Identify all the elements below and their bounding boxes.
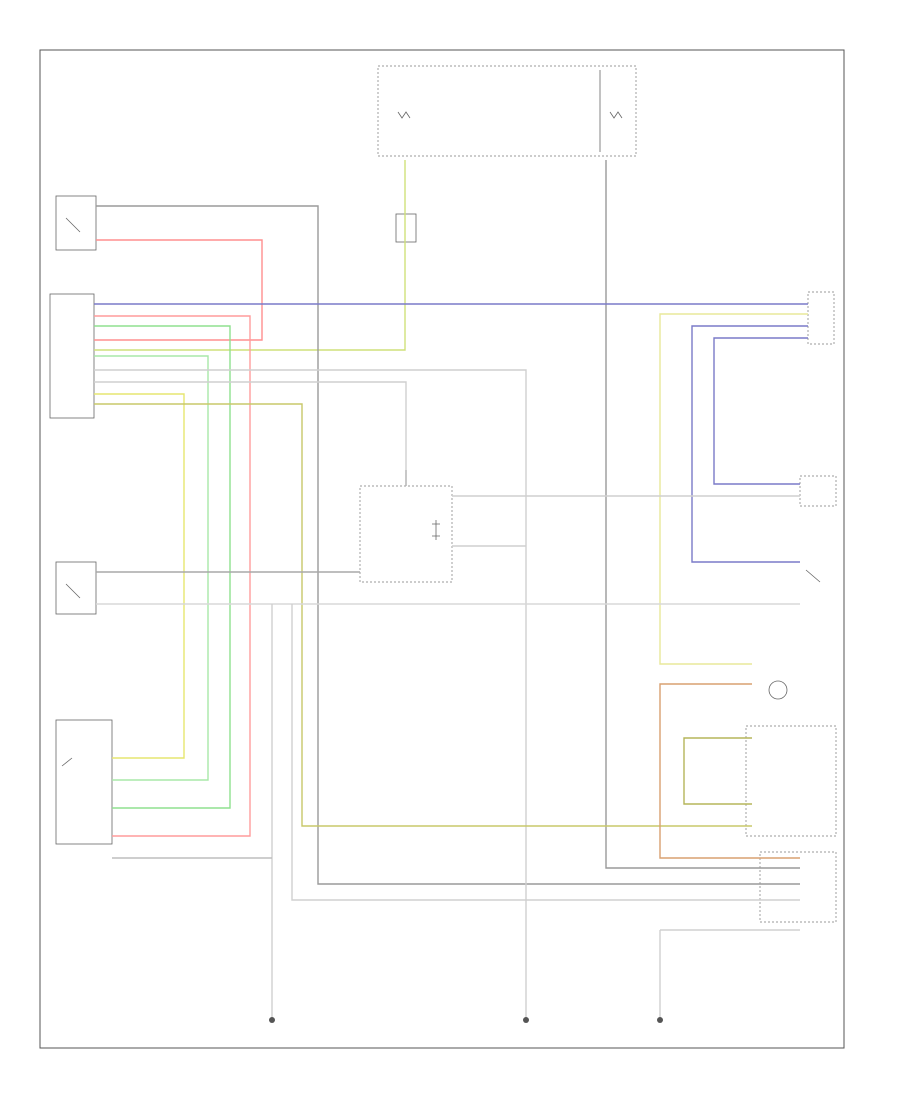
wire-lower-gray2 (291, 604, 800, 901)
fuse-block-box (359, 485, 453, 583)
wire-switch-red (94, 239, 263, 341)
wire-right-yellow (659, 313, 808, 665)
wire-right-blue1 (691, 325, 808, 563)
wire-cu-gray (94, 369, 527, 1018)
wire-cu-gray2 (94, 381, 407, 470)
wire-sensor-orange (659, 683, 800, 859)
top-module-fuse-a (397, 111, 411, 119)
wire-sensor-olive (683, 737, 752, 805)
lock-actuator-contact-icon (61, 757, 73, 767)
ground-2-icon (523, 1017, 529, 1023)
range-switch-contact-icon (65, 583, 81, 599)
diff-sensor-icon (768, 680, 788, 700)
vehicle-ecu-box (759, 851, 837, 923)
top-module-fuse-b (609, 111, 623, 119)
ecm-box (395, 213, 417, 243)
wire-cu-green2 (94, 355, 209, 781)
wire-right-blue2 (713, 337, 808, 485)
bus-switch-icon (805, 569, 821, 583)
wire-cu-pink (94, 315, 251, 837)
fuse-block-relay-icon (432, 520, 440, 540)
control-unit-box (49, 293, 95, 419)
ground-1-icon (269, 1017, 275, 1023)
diff-lock-indicator-box (799, 475, 837, 507)
wire-ecm-yellow (94, 160, 406, 351)
right-connector-box (807, 291, 835, 345)
diagram-frame (39, 49, 845, 1049)
wire-switch-dark (96, 205, 800, 885)
wire-cu-yellow (94, 393, 185, 759)
lock-switch-contact-icon (65, 217, 81, 233)
wire-top-right-dark (605, 160, 800, 869)
lock-switch-box (55, 195, 97, 251)
wire-cu-olive (94, 403, 752, 827)
top-module-box (377, 65, 637, 157)
wire-cu-green (94, 325, 231, 809)
range-switch-box (55, 561, 97, 615)
ground-3-icon (657, 1017, 663, 1023)
combo-meter-box (745, 725, 837, 837)
lock-actuator-box (55, 719, 113, 845)
